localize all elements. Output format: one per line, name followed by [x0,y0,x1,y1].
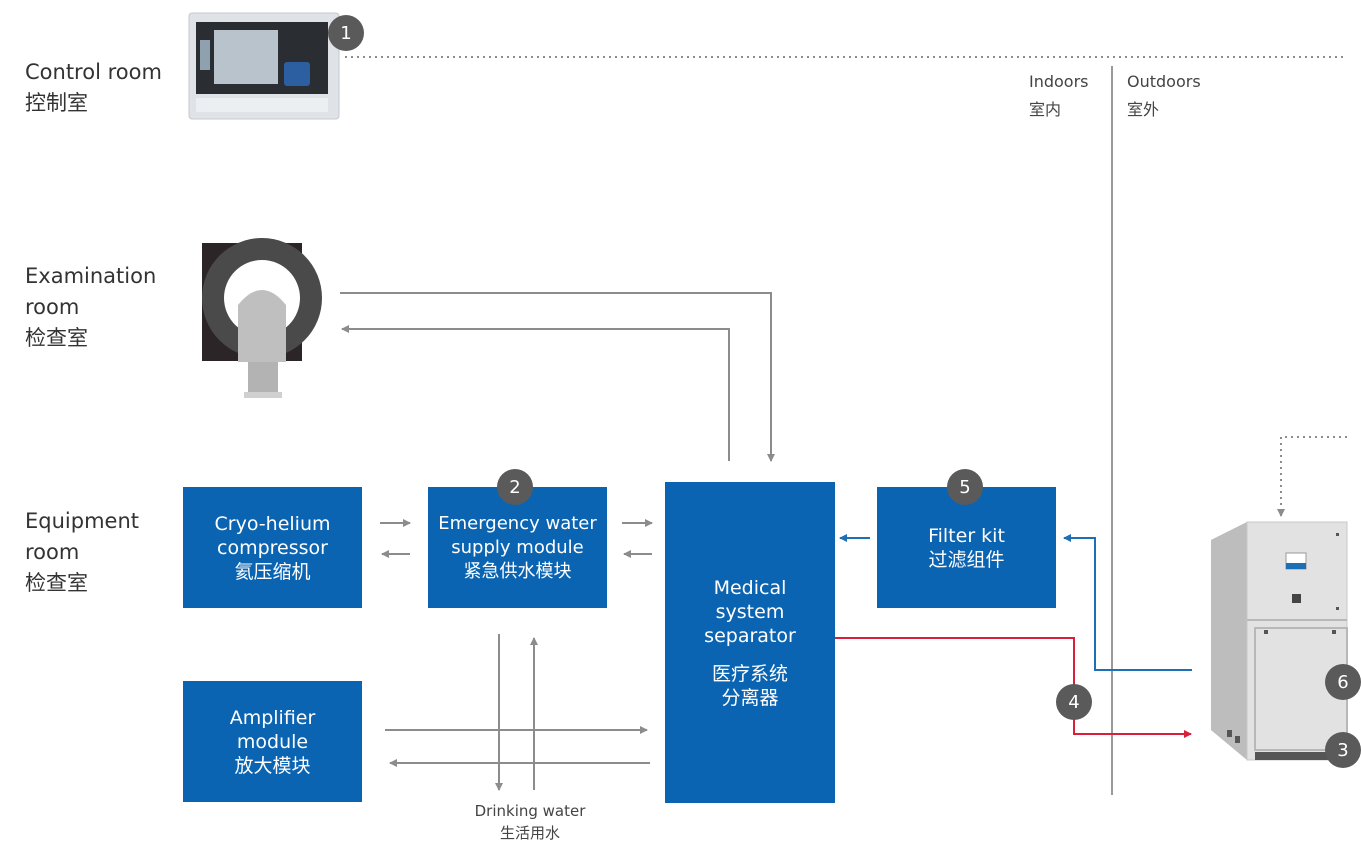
equipment-room-cn: 检查室 [25,571,88,595]
outdoors-en: Outdoors [1127,72,1201,91]
badge-4: 4 [1056,684,1092,720]
examination-room-en-1: Examination [25,264,157,288]
filter-line1: Filter kit [928,524,1005,547]
control-room-cn: 控制室 [25,91,88,115]
emergency-water-supply-box: Emergency water supply module 紧急供水模块 [428,487,607,608]
compressor-line2: compressor [217,536,328,559]
outdoors-cn: 室外 [1127,100,1160,119]
scanner-to-separator-line [340,292,775,462]
control-panel-image [188,12,340,120]
drinking-water-en: Drinking water [474,802,586,820]
examination-room-cn: 检查室 [25,326,88,350]
indoors-cn: 室内 [1029,100,1062,119]
emergency-cn: 紧急供水模块 [463,560,572,582]
mri-scanner-image [202,238,322,398]
badge-1: 1 [328,15,364,51]
separator-line2: system [715,600,785,623]
control-room-label: Control room 控制室 [25,57,162,119]
compressor-line1: Cryo-helium [214,512,331,535]
outdoors-label: Outdoors 室外 [1127,68,1201,124]
equipment-room-label: Equipment room 检查室 [25,506,139,599]
emergency-line2: supply module [451,536,584,558]
separator-line3: separator [704,624,796,647]
amplifier-module-box: Amplifier module 放大模块 [183,681,362,802]
filter-cn: 过滤组件 [928,548,1005,571]
amplifier-cn: 放大模块 [234,754,311,777]
equipment-room-en-1: Equipment [25,509,139,533]
badge-5: 5 [947,469,983,505]
chiller-to-filter-line [1063,534,1192,671]
compressor-cn: 氦压缩机 [234,560,311,583]
cryo-helium-compressor-box: Cryo-helium compressor 氦压缩机 [183,487,362,608]
indoors-label: Indoors 室内 [1029,68,1089,124]
amplifier-line1: Amplifier [229,706,316,729]
separator-cn1: 医疗系统 [711,662,788,685]
separator-to-scanner-line [341,325,730,461]
amplifier-line2: module [236,730,309,753]
medical-system-separator-box: Medical system separator 医疗系统 分离器 [665,482,835,803]
drinking-water-cn: 生活用水 [499,824,560,842]
chiller-control-line [1277,436,1347,517]
drinking-water-label: Drinking water 生活用水 [440,800,620,844]
examination-room-label: Examination room 检查室 [25,261,156,354]
badge-2: 2 [497,469,533,505]
badge-6: 6 [1325,664,1361,700]
separator-cn2: 分离器 [721,686,779,709]
control-room-en: Control room [25,60,162,84]
badge-3: 3 [1325,732,1361,768]
separator-to-chiller-line [835,637,1192,738]
filter-kit-box: Filter kit 过滤组件 [877,487,1056,608]
separator-line1: Medical [713,576,787,599]
examination-room-en-2: room [25,295,80,319]
equipment-room-en-2: room [25,540,80,564]
indoors-en: Indoors [1029,72,1089,91]
outdoor-chiller-image [1211,521,1348,761]
emergency-line1: Emergency water [438,512,597,534]
